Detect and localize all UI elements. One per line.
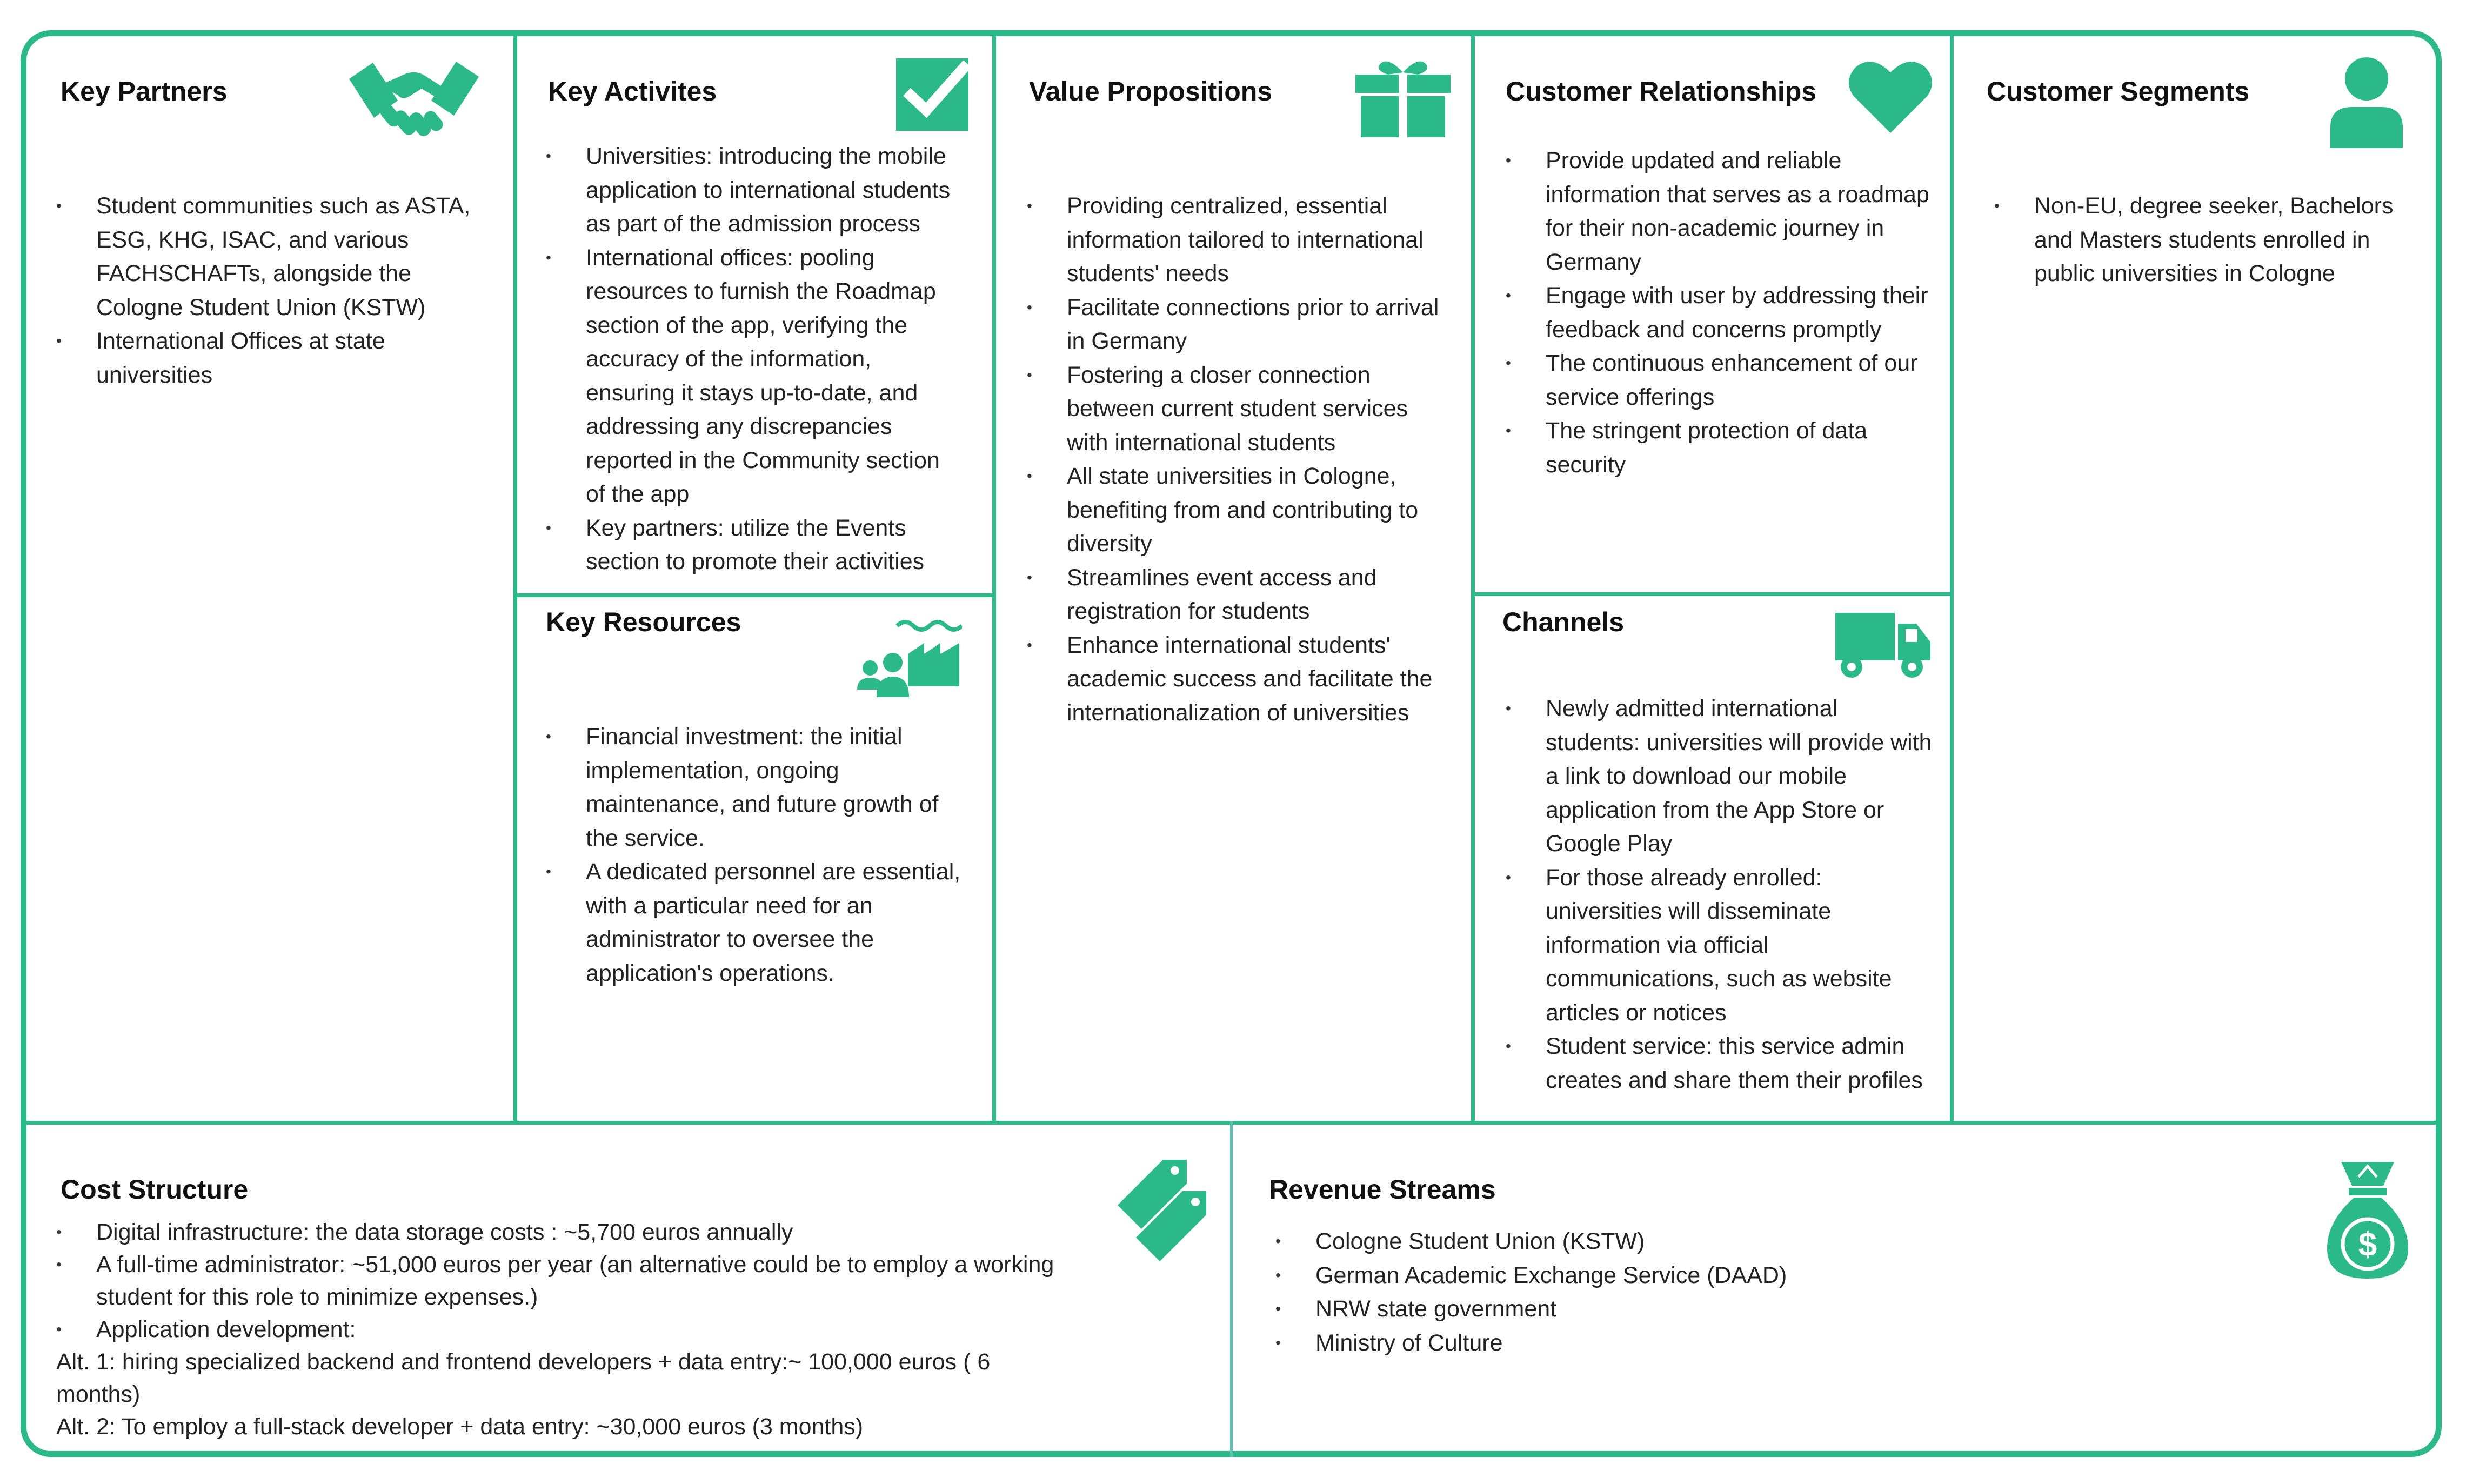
- divider: [1471, 34, 1475, 1123]
- cost-alternative-2: Alt. 2: To employ a full-stack developer…: [56, 1414, 864, 1440]
- section-title: Cost Structure: [61, 1174, 249, 1205]
- list-item: Streamlines event access and registratio…: [1027, 561, 1448, 629]
- key-resources-list: Financial investment: the initial implem…: [546, 720, 962, 990]
- handshake-icon: [346, 57, 482, 141]
- divider: [513, 593, 994, 597]
- cost-alternative-1: Alt. 1: hiring specialized backend and f…: [56, 1349, 991, 1407]
- list-item: The stringent protection of data securit…: [1506, 414, 1933, 482]
- value-propositions-list: Providing centralized, essential informa…: [1027, 189, 1448, 730]
- list-item: Application development:: [56, 1313, 1115, 1346]
- list-item: International offices: pooling resources…: [546, 241, 962, 511]
- section-title: Revenue Streams: [1269, 1174, 1496, 1205]
- divider: [513, 34, 517, 1123]
- list-item: A full-time administrator: ~51,000 euros…: [56, 1248, 1115, 1313]
- divider: [992, 34, 996, 1123]
- gift-icon: [1355, 56, 1451, 140]
- revenue-streams-list: Cologne Student Union (KSTW) German Acad…: [1275, 1225, 2194, 1360]
- list-item: Provide updated and reliable information…: [1506, 144, 1933, 279]
- section-title: Value Propositions: [1029, 76, 1273, 106]
- list-item: Fostering a closer connection between cu…: [1027, 358, 1448, 460]
- list-item: Cologne Student Union (KSTW): [1275, 1225, 2194, 1259]
- cost-structure-list: Digital infrastructure: the data storage…: [56, 1216, 1115, 1346]
- list-item: Financial investment: the initial implem…: [546, 720, 962, 855]
- key-partners-list: Student communities such as ASTA, ESG, K…: [56, 189, 483, 392]
- truck-icon: [1835, 613, 1930, 683]
- list-item: A dedicated personnel are essential, wit…: [546, 855, 962, 990]
- customer-relationships-list: Provide updated and reliable information…: [1506, 144, 1933, 482]
- section-title: Channels: [1502, 607, 1625, 637]
- channels-list: Newly admitted international students: u…: [1506, 692, 1933, 1097]
- list-item: German Academic Exchange Service (DAAD): [1275, 1259, 2194, 1293]
- section-title: Customer Relationships: [1506, 76, 1817, 106]
- list-item: Enhance international students' academic…: [1027, 629, 1448, 730]
- section-title: Key Resources: [546, 607, 741, 637]
- customer-segments-list: Non-EU, degree seeker, Bachelors and Mas…: [1994, 189, 2405, 291]
- list-item: NRW state government: [1275, 1292, 2194, 1326]
- list-item: International Offices at state universit…: [56, 324, 483, 392]
- list-item: Non-EU, degree seeker, Bachelors and Mas…: [1994, 189, 2405, 291]
- list-item: Newly admitted international students: u…: [1506, 692, 1933, 861]
- list-item: Ministry of Culture: [1275, 1326, 2194, 1360]
- price-tag-icon: [1118, 1157, 1209, 1267]
- list-item: Facilitate connections prior to arrival …: [1027, 291, 1448, 358]
- section-title: Customer Segments: [1987, 76, 2250, 106]
- key-activities-list: Universities: introducing the mobile app…: [546, 139, 962, 579]
- section-title: Key Partners: [61, 76, 228, 106]
- list-item: Digital infrastructure: the data storage…: [56, 1216, 1115, 1248]
- section-title: Key Activites: [548, 76, 717, 106]
- list-item: Engage with user by addressing their fee…: [1506, 279, 1933, 346]
- person-icon: [2330, 57, 2403, 151]
- list-item: All state universities in Cologne, benef…: [1027, 459, 1448, 561]
- money-bag-icon: $: [2327, 1162, 2408, 1281]
- people-factory-icon: [854, 616, 964, 705]
- list-item: The continuous enhancement of our servic…: [1506, 346, 1933, 414]
- divider: [1471, 592, 1952, 596]
- divider: [1230, 1121, 1233, 1457]
- list-item: Student service: this service admin crea…: [1506, 1030, 1933, 1097]
- list-item: Providing centralized, essential informa…: [1027, 189, 1448, 291]
- list-item: Student communities such as ASTA, ESG, K…: [56, 189, 483, 324]
- list-item: For those already enrolled: universities…: [1506, 861, 1933, 1030]
- list-item: Key partners: utilize the Events section…: [546, 511, 962, 579]
- list-item: Universities: introducing the mobile app…: [546, 139, 962, 241]
- heart-icon: [1848, 59, 1933, 137]
- checkbox-icon: [896, 58, 972, 133]
- svg-text:$: $: [2358, 1226, 2377, 1264]
- divider: [1950, 34, 1954, 1123]
